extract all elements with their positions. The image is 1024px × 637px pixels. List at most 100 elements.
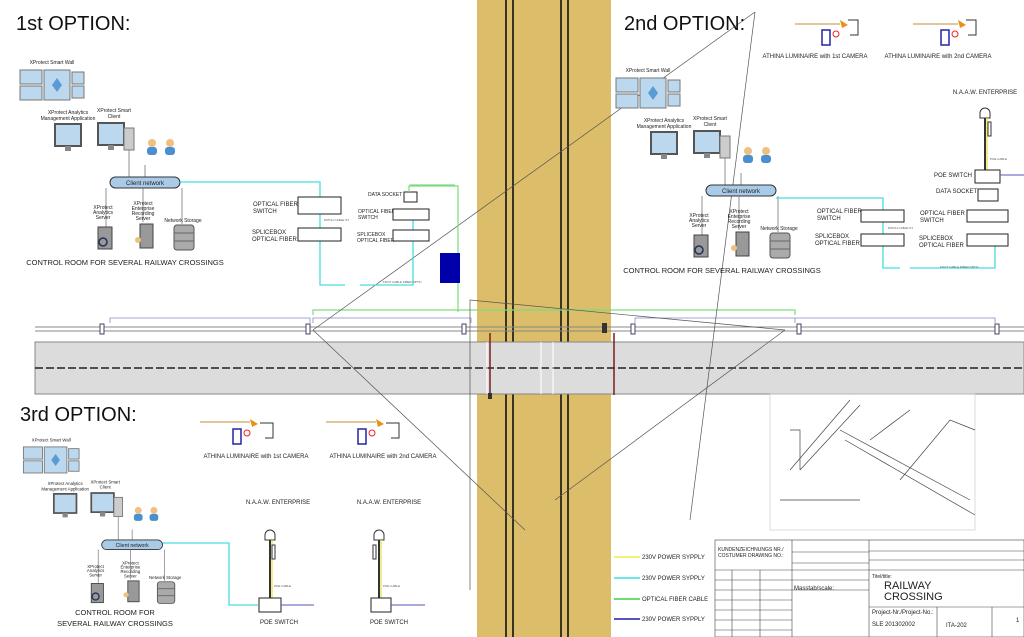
poe-switch-label: POE SWITCH: [934, 173, 972, 179]
road: [34, 341, 1024, 395]
optical-fiber-switch-3: [860, 209, 905, 223]
poe-cable-label: POE CABLE: [274, 584, 291, 588]
sheet-number: 1: [1016, 618, 1020, 624]
athina-label: ATHINA LUMINAIRE with 2nd CAMERA: [330, 454, 437, 460]
naaw-label: N.A.A.W. ENTERPRISE: [953, 90, 1017, 96]
control-room-caption-1: CONTROL ROOM FOR SEVERAL RAILWAY CROSSIN…: [26, 258, 224, 267]
smart-wall-label: XProtect Smart Wall: [30, 60, 75, 66]
splicebox-label: SPLICEBOX: [919, 236, 953, 242]
poe-cable-label: POE CABLE: [990, 157, 1007, 161]
optical-fiber-switch-1: [297, 196, 342, 215]
smart-wall-icon: [19, 69, 85, 101]
athina-label: ATHINA LUMINAIRE with 1st CAMERA: [763, 54, 868, 60]
client-network-bus: Client network: [109, 176, 181, 189]
splicebox-label: OPTICAL FIBER: [815, 241, 860, 247]
optical-fiber-switch-2: [392, 208, 430, 221]
data-socket-2: [977, 188, 999, 202]
naaw-label: N.A.A.W. ENTERPRISE: [246, 500, 310, 506]
project-label: Project-Nr./Project-No.:: [872, 610, 934, 616]
splicebox-3: [860, 233, 905, 247]
recording-server-label: Server: [136, 216, 151, 222]
data-socket-label: DATA SOCKET: [368, 192, 402, 198]
option-1-heading: 1st OPTION:: [16, 13, 130, 35]
optical-fiber-switch-label: OPTICAL FIBER: [358, 209, 396, 215]
control-room-caption-3: SEVERAL RAILWAY CROSSINGS: [57, 619, 173, 628]
splicebox-label: OPTICAL FIBER: [252, 237, 297, 243]
customer-drawing-label: COSTUMER DRAWING NO.:: [718, 553, 784, 559]
scale-label: Masstab/scale:: [794, 586, 834, 592]
poe-cable-label: POE CABLE: [383, 584, 400, 588]
legend: 230V POWER SYPPLY 230V POWER SYPPLY OPTI…: [614, 555, 708, 623]
analytics-server-label: Server: [96, 215, 111, 221]
legend-label: 230V POWER SYPPLY: [642, 555, 705, 561]
recording-server-icon: [135, 223, 154, 249]
athina-label: ATHINA LUMINAIRE with 2nd CAMERA: [885, 54, 992, 60]
athina-label: ATHINA LUMINAIRE with 1st CAMERA: [204, 454, 309, 460]
barrier-posts: [99, 323, 1000, 335]
crossing-road-band: [477, 0, 611, 637]
legend-label: 230V POWER SYPPLY: [642, 617, 705, 623]
barrier-line: [35, 309, 1024, 399]
control-room-option-3: [22, 436, 183, 605]
smart-client-label: XProtect Smart: [97, 108, 132, 114]
legend-label: OPTICAL FIBER CABLE: [642, 597, 708, 603]
poe-switch-2: [974, 169, 1001, 184]
athina-luminaire-2nd-camera-opt2: ATHINA LUMINAIRE with 2nd CAMERA: [885, 19, 992, 60]
recording-server-label: Enterprise: [132, 206, 155, 212]
operator-users-icon: [147, 139, 175, 155]
option-3-heading: 3rd OPTION:: [20, 404, 137, 426]
barrier-sketch-illustration: [769, 393, 976, 531]
splicebox-label: SPLICEBOX: [357, 232, 386, 238]
athina-luminaire-2nd-camera-opt3: ATHINA LUMINAIRE with 2nd CAMERA: [326, 419, 436, 460]
optical-fiber-switch-label: OPTICAL FIBER: [920, 211, 965, 217]
naaw-pole-icon: [979, 107, 992, 170]
optical-fiber-switch-label: SWITCH: [358, 215, 378, 221]
athina-luminaire-1st-camera-opt3: ATHINA LUMINAIRE with 1st CAMERA: [200, 419, 308, 460]
poe-switch-3: [258, 597, 282, 613]
optical-fiber-switch-label: OPTICAL FIBER: [817, 209, 862, 215]
splicebox-2: [392, 229, 430, 242]
splicebox-label: SPLICEBOX: [815, 234, 849, 240]
smart-client-workstation-icon: [97, 122, 135, 151]
analytics-server-icon: [97, 226, 113, 250]
naaw-enterprise-2: N.A.A.W. ENTERPRISE POE CABLE POE SWITCH: [357, 500, 425, 626]
splicebox-label: SPLICEBOX: [252, 230, 286, 236]
network-storage-icon: [173, 224, 195, 251]
drawing-title: RAILWAY: [884, 580, 932, 592]
foot-cable-label: FOOT CABLE FIBER OPTIC: [940, 265, 979, 269]
smart-client-label: Client: [108, 114, 121, 120]
splicebox-label: OPTICAL FIBER: [357, 238, 395, 244]
camera-view-lines: [312, 11, 786, 590]
splicebox-1: [297, 227, 342, 242]
network-storage-label: Network Storage: [164, 218, 201, 224]
naaw-label: N.A.A.W. ENTERPRISE: [357, 500, 421, 506]
drawing-title: CROSSING: [884, 591, 943, 603]
optical-fiber-switch-4: [966, 209, 1009, 223]
title-block: [714, 539, 1024, 637]
data-socket-label: DATA SOCKET: [936, 189, 977, 195]
drawing-number: ITA-202: [946, 623, 968, 629]
control-room-caption-3: CONTROL ROOM FOR: [75, 608, 155, 617]
foot-cable-label: FOOT CABLE FIBER OPTIC: [383, 280, 422, 284]
optical-fiber-switch-label: OPTICAL FIBER: [253, 202, 298, 208]
legend-label: 230V POWER SYPPLY: [642, 576, 705, 582]
title-label: Titel/title:: [872, 574, 892, 580]
analytics-mgmt-label: XProtect Analytics: [48, 110, 89, 116]
customer-drawing-label: KUNDENZEICHNUNGS NR./: [718, 547, 784, 553]
splicebox-4: [966, 233, 1009, 247]
analytics-server-label: XProtect: [93, 205, 113, 211]
rail-tracks: [505, 0, 569, 637]
option-2-heading: 2nd OPTION:: [624, 13, 745, 35]
analytics-monitor-icon: [54, 123, 82, 151]
optical-fiber-switch-label: SWITCH: [817, 216, 841, 222]
patch-cable-label: PATCH CABLE ST: [888, 226, 913, 230]
client-network-label: Client network: [126, 181, 165, 187]
control-room-option-1: XProtect Smart Wall XProtect Analytics M…: [19, 60, 202, 251]
optical-fiber-switch-label: SWITCH: [920, 218, 944, 224]
recording-server-label: XProtect: [133, 201, 153, 207]
control-room-option-2: [615, 67, 799, 259]
data-socket-1: [403, 191, 418, 203]
poe-switch-label: POE SWITCH: [370, 620, 408, 626]
poe-switch-label: POE SWITCH: [260, 620, 298, 626]
